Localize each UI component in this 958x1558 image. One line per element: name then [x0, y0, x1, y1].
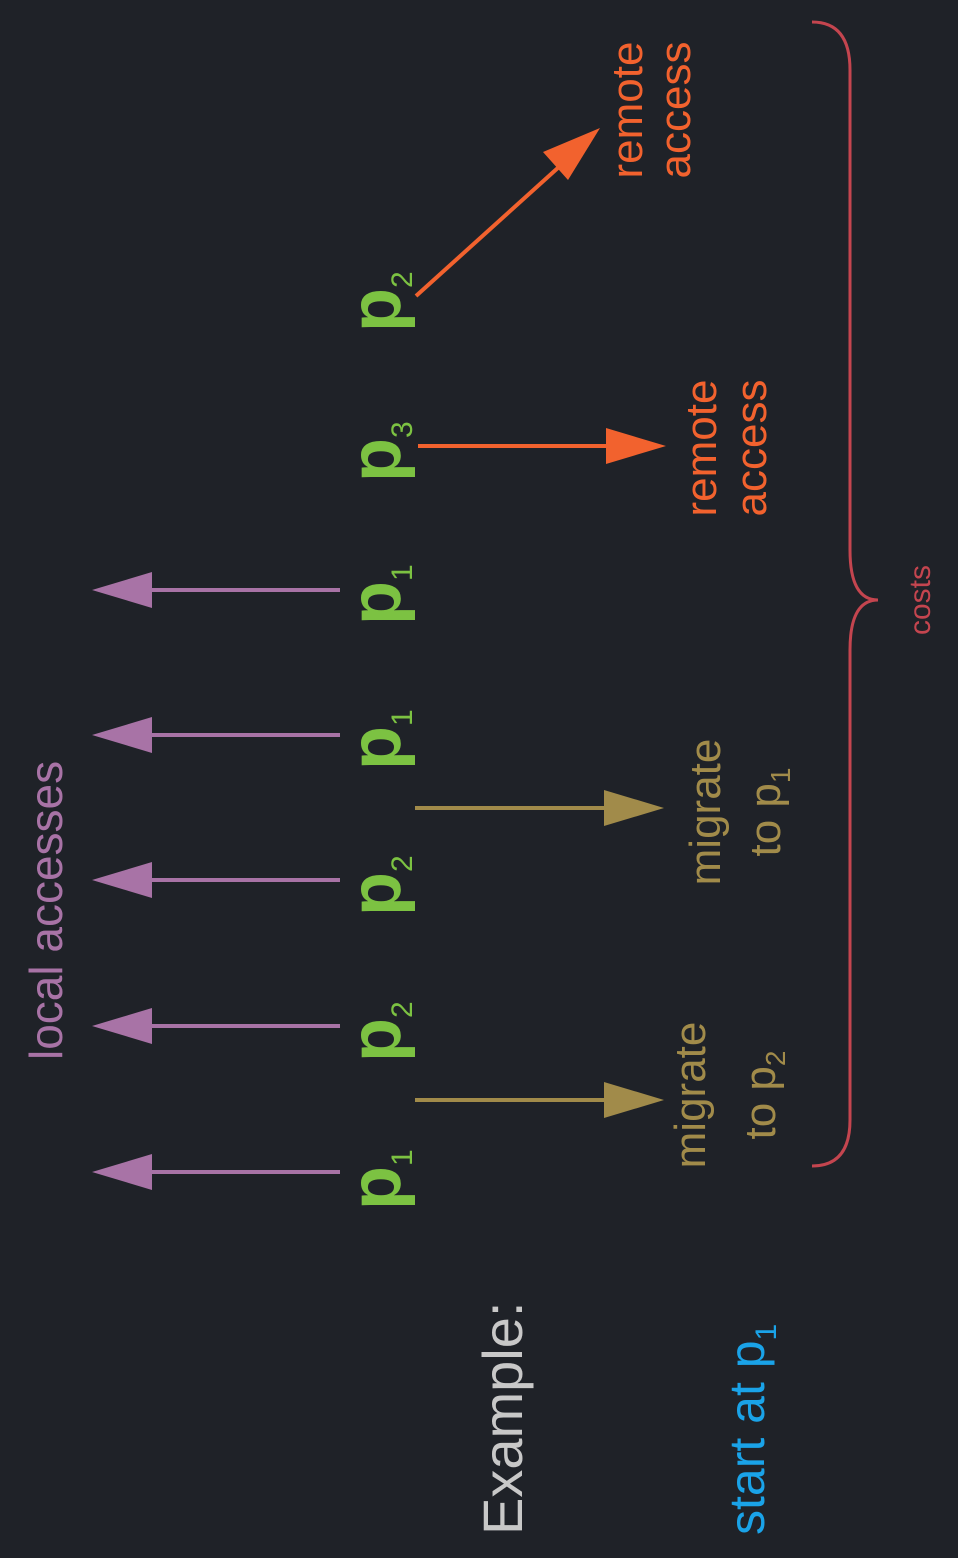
- start-label: start at p1: [719, 1324, 783, 1535]
- access-item-7: p2: [336, 271, 419, 332]
- local-accesses-label: local accesses: [20, 761, 72, 1060]
- migrate-arrow-2: [415, 790, 664, 826]
- remote-label-2: remote: [603, 42, 652, 179]
- access-sequence: p1 p2 p2 p1 p1 p3 p2: [336, 271, 419, 1210]
- migrate-label-1: migrate: [666, 1022, 715, 1169]
- local-arrow-5: [92, 572, 340, 608]
- remote-arrow-2: [414, 128, 600, 298]
- remote-label-1-line2: access: [727, 380, 776, 517]
- access-item-2: p2: [336, 1001, 419, 1062]
- remote-label-1: remote: [677, 380, 726, 517]
- migrate-arrows: [415, 790, 664, 1118]
- local-arrow-4: [92, 717, 340, 753]
- local-access-arrows: [92, 572, 340, 1190]
- migrate-label-2-line2: to p1: [741, 768, 796, 857]
- costs-label: costs: [904, 565, 937, 635]
- local-arrow-2: [92, 1008, 340, 1044]
- access-item-6: p3: [336, 421, 419, 482]
- remote-label-2-line2: access: [651, 42, 700, 179]
- access-item-4: p1: [336, 709, 419, 770]
- costs-brace: [811, 20, 879, 1168]
- migrate-label-2: migrate: [681, 739, 730, 886]
- local-arrow-1: [92, 1154, 340, 1190]
- access-item-3: p2: [336, 855, 419, 916]
- access-item-1: p1: [336, 1149, 419, 1210]
- remote-arrows: [414, 128, 666, 464]
- remote-arrow-1: [418, 428, 666, 464]
- migrate-arrow-1: [415, 1082, 664, 1118]
- title: Example:: [471, 1302, 534, 1535]
- access-item-5: p1: [336, 564, 419, 625]
- local-arrow-3: [92, 862, 340, 898]
- migrate-label-1-line2: to p2: [736, 1051, 791, 1140]
